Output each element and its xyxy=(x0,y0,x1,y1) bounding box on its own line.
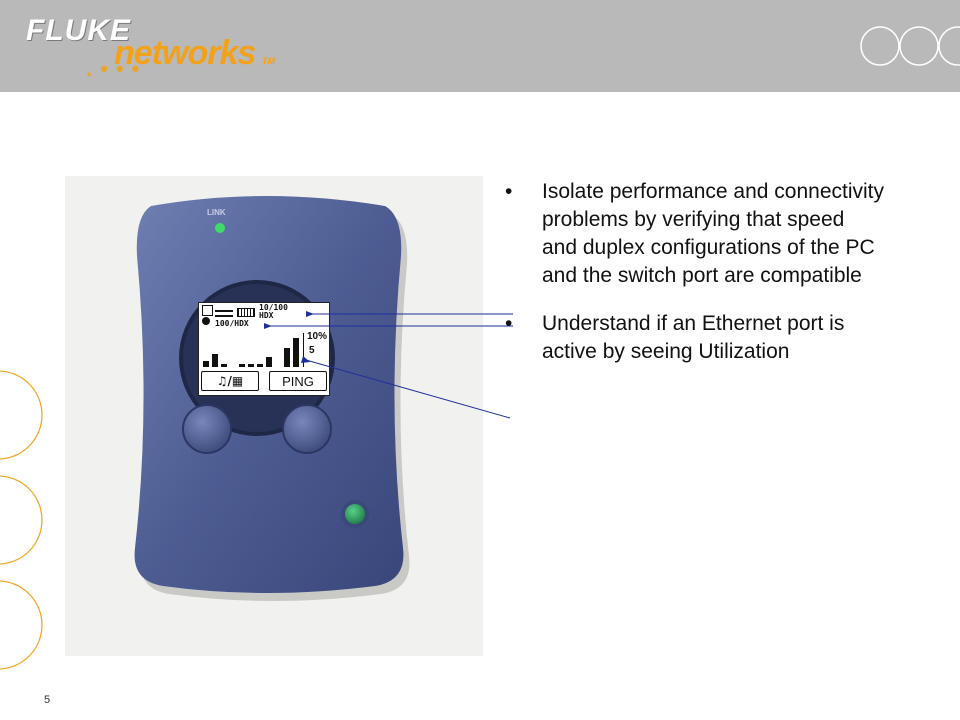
utilization-bar xyxy=(257,364,263,367)
cable-icon xyxy=(215,310,233,317)
fluke-networks-logo: FLUKE networks TM .••• xyxy=(22,10,282,80)
switch-icon xyxy=(202,317,210,325)
utilization-bar xyxy=(284,348,290,367)
device-photo xyxy=(65,176,483,656)
speed-bottom-text: 100/HDX xyxy=(215,319,249,328)
bullet-text: Understand if an Ethernet port is active… xyxy=(542,312,845,363)
utilization-bar xyxy=(221,364,227,367)
lcd-screen: 10/100 HDX 100/HDX 10% 5 ♫/▦ PING xyxy=(198,302,330,396)
logo-fluke-text: FLUKE xyxy=(26,14,131,47)
pc-icon xyxy=(202,305,213,316)
bullet-text: Isolate performance and connectivity pro… xyxy=(542,180,885,287)
header-circle-decoration xyxy=(860,26,960,66)
left-arc-decoration xyxy=(0,370,43,670)
left-soft-button xyxy=(182,404,232,454)
left-softkey-label: ♫/▦ xyxy=(201,371,259,391)
ping-softkey-label: PING xyxy=(269,371,327,391)
power-button-icon xyxy=(345,504,365,524)
utilization-bar xyxy=(239,364,245,367)
utilization-bar xyxy=(248,364,254,367)
util-axis xyxy=(303,333,304,367)
keyboard-small-icon xyxy=(237,308,255,317)
bullet-item: • Isolate performance and connectivity p… xyxy=(505,178,885,290)
utilization-bar xyxy=(212,354,218,367)
utilization-bar xyxy=(266,357,272,367)
utilization-bars xyxy=(203,335,301,367)
logo-networks-text: networks xyxy=(114,34,256,72)
speed-top-text: 10/100 xyxy=(259,303,288,312)
page-number: 5 xyxy=(44,694,51,706)
bullet-dot: • xyxy=(505,312,513,335)
logo-tm-mark: TM xyxy=(262,56,275,66)
util-high-label: 10% xyxy=(307,331,328,342)
bullet-item: • Understand if an Ethernet port is acti… xyxy=(505,310,885,366)
link-led-icon xyxy=(215,223,225,233)
header-band: FLUKE networks TM .••• xyxy=(0,0,960,92)
bullet-dot: • xyxy=(505,180,513,203)
device-illustration xyxy=(134,196,410,601)
right-soft-button xyxy=(282,404,332,454)
bullet-list: • Isolate performance and connectivity p… xyxy=(505,178,885,386)
duplex-top-text: HDX xyxy=(259,311,274,320)
link-label: LINK xyxy=(207,208,226,217)
utilization-bar xyxy=(293,338,299,367)
util-low-label: 5 xyxy=(309,345,315,356)
utilization-bar xyxy=(203,361,209,367)
